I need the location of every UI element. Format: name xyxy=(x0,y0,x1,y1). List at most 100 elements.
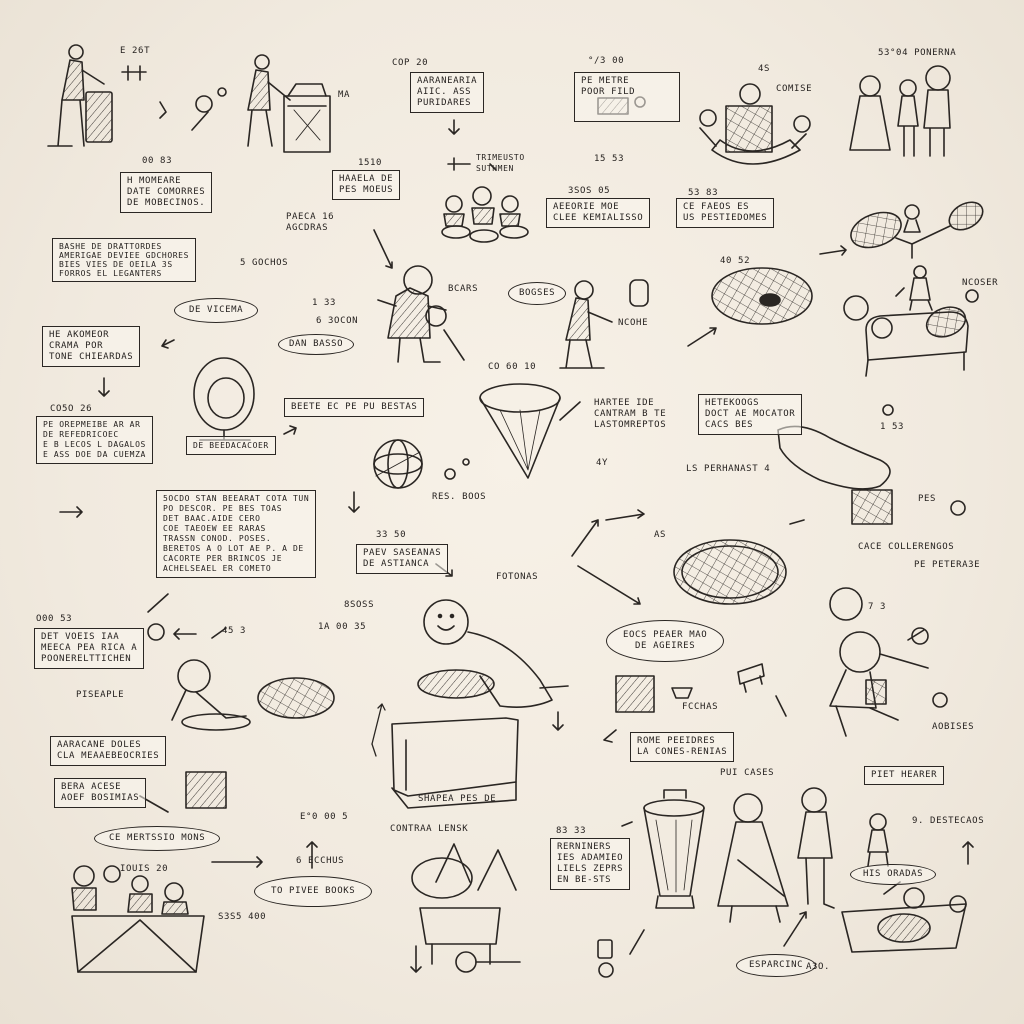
note-label: °/3 00 xyxy=(588,56,625,66)
caption-box: CE FAEOS ES US PESTIEDOMES xyxy=(676,198,775,228)
note-label: CO 60 10 xyxy=(488,362,537,372)
note-label: 6 3OCON xyxy=(316,316,359,326)
caption-box: PIET HEARER xyxy=(864,766,945,785)
tent-structure xyxy=(412,844,520,972)
portrait-mirror xyxy=(194,358,254,440)
round-table-meeting xyxy=(700,84,810,164)
caption-box: HE AKOMEOR CRAMA POR TONE CHIEARDAS xyxy=(42,326,141,367)
drawer-box xyxy=(392,718,518,808)
figure-with-net-left xyxy=(148,624,334,730)
dish-antennas xyxy=(846,197,987,258)
kneeling-figure-right xyxy=(830,588,947,736)
note-label: E°0 00 5 xyxy=(300,812,349,822)
note-label: PISEAPLE xyxy=(76,690,125,700)
misc-objects xyxy=(616,664,786,716)
note-label: 4Y xyxy=(596,458,609,468)
caption-oval: ESPARCINC xyxy=(736,954,817,977)
caption-box: PE METRE POOR FILD xyxy=(574,72,680,122)
note-label: 33 50 xyxy=(376,530,407,540)
family-figures xyxy=(850,66,950,156)
note-label: 5 GOCHOS xyxy=(240,258,289,268)
caption-box: ROME PEEIDRES LA CONES-RENIAS xyxy=(630,732,735,762)
caption-box: RERNINERS IES ADAMIEO LIELS ZEPRS EN BE-… xyxy=(550,838,631,890)
caption-oval: EOCS PEAER MAO DE AGEIRES xyxy=(606,620,725,662)
note-label: 40 52 xyxy=(720,256,751,266)
note-label: A3O. xyxy=(806,962,831,972)
caption-box: PAEV SASEANAS DE ASTIANCA xyxy=(356,544,449,574)
grid-disc xyxy=(674,540,786,604)
note-label: PES xyxy=(918,494,937,504)
note-label: 1510 xyxy=(358,158,383,168)
note-label: LS PERHANAST 4 xyxy=(686,464,771,474)
note-label: RES. BOOS xyxy=(432,492,487,502)
caption-box: H MOMEARE DATE COMORRES DE MOBECINOS. xyxy=(120,172,213,213)
seated-group xyxy=(442,158,528,242)
note-label: CO5O 26 xyxy=(50,404,93,414)
caption-oval: HIS ORADAS xyxy=(850,864,937,885)
tall-vase xyxy=(644,790,704,908)
small-jars xyxy=(598,940,613,977)
caption-oval: DE VICEMA xyxy=(174,298,259,323)
note-label: MA xyxy=(338,90,351,100)
small-tools-sketch xyxy=(122,66,226,130)
man-with-cart xyxy=(560,280,648,368)
caption-oval: CE MERTSSIO MONS xyxy=(94,826,221,851)
note-label: 8SOSS xyxy=(344,600,375,610)
oval-net-platform xyxy=(712,268,812,324)
group-on-platform xyxy=(72,866,204,972)
note-label: FOTONAS xyxy=(496,572,539,582)
note-label: 15 53 xyxy=(594,154,625,164)
caption-box: HETEKOOGS DOCT AE MOCATOR CACS BES xyxy=(698,394,803,435)
note-label: 83 33 xyxy=(556,826,587,836)
note-label: FCCHAS xyxy=(682,702,719,712)
note-label: CACE COLLERENGOS xyxy=(858,542,955,552)
figure-working-at-desk xyxy=(48,45,112,146)
note-label: 6 ECCHUS xyxy=(296,856,345,866)
walking-figure-right xyxy=(896,266,978,310)
note-label: NCOHE xyxy=(618,318,649,328)
note-label: AS xyxy=(654,530,667,540)
note-label: IOUIS 20 xyxy=(120,864,169,874)
caption-box: PE OREPMEIBE AR AR DE REFEDRICOEC E B LE… xyxy=(36,416,153,464)
note-label: COMISE xyxy=(776,84,813,94)
caption-box: BASHE DE DRATTORDES AMERIGAE DEVIEE GDCH… xyxy=(52,238,196,282)
small-standing-figure xyxy=(868,814,888,866)
caption-oval: BOGSES xyxy=(508,282,567,305)
figure-with-machine xyxy=(248,55,330,152)
note-label: COP 20 xyxy=(392,58,429,68)
robot-figure xyxy=(378,266,464,362)
globe-sphere xyxy=(374,440,469,488)
caption-oval: DAN BASSO xyxy=(278,334,355,355)
caption-box: BERA ACESE AOEF BOSIMIAS xyxy=(54,778,147,808)
note-label: HARTEE IDE CANTRAM B TE LASTOMREPTOS xyxy=(594,398,667,430)
arrows xyxy=(60,120,973,972)
note-label: 9. DESTECAOS xyxy=(912,816,985,826)
note-label: 53 83 xyxy=(688,188,719,198)
note-label: NCOSER xyxy=(962,278,999,288)
robed-figure xyxy=(718,794,788,922)
caption-box: DET VOEIS IAA MEECA PEA RICA A POONERELT… xyxy=(34,628,145,669)
note-label: 3SOS 05 xyxy=(568,186,611,196)
hatched-square xyxy=(186,772,226,808)
caption-box: BEETE EC PE PU BESTAS xyxy=(284,398,425,417)
curved-pipe xyxy=(778,405,965,524)
caption-box: 5OCDO STAN BEEARAT COTA TUN PO DESCOR. P… xyxy=(156,490,317,578)
basin-figure xyxy=(842,888,966,952)
note-label: PAECA 16 AGCDRAS xyxy=(286,212,335,233)
note-label: O00 53 xyxy=(36,614,73,624)
note-label: TRIMEUSTO SUTHMEN xyxy=(476,153,525,173)
note-label: 53°04 PONERNA xyxy=(878,48,957,58)
note-label: PUI CASES xyxy=(720,768,775,778)
note-label: 00 83 xyxy=(142,156,173,166)
caption-box: AEEORIE MOE CLEE KEMIALISSO xyxy=(546,198,651,228)
note-label: 1 53 xyxy=(880,422,905,432)
caption-box: HAAELA DE PES MOEUS xyxy=(332,170,401,200)
note-label: 45 3 xyxy=(222,626,247,636)
note-label: 1A 00 35 xyxy=(318,622,367,632)
note-label: AOBISES xyxy=(932,722,975,732)
caption-oval: TO PIVEE BOOKS xyxy=(254,876,373,907)
note-label: PE PETERA3E xyxy=(914,560,981,570)
note-label: CONTRAA LENSK xyxy=(390,824,469,834)
